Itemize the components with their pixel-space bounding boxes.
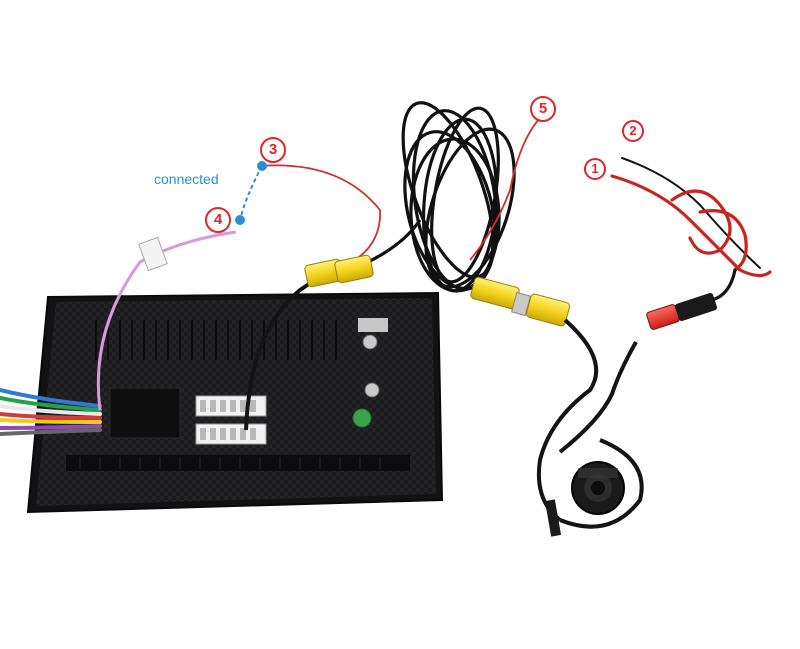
pink-wire [96, 230, 237, 411]
red-wire-5 [469, 117, 541, 261]
red-wire-3 [259, 164, 381, 269]
callout-4: 4 [205, 207, 231, 233]
callout-2: 2 [622, 120, 644, 142]
connected-link [239, 165, 263, 221]
rca-connector-icon [470, 276, 571, 327]
rca-connector-icon [304, 254, 374, 288]
callout-5: 5 [530, 96, 556, 122]
car-stereo-icon [26, 291, 444, 514]
power-cable [610, 157, 772, 302]
wire-bundle [0, 388, 102, 436]
coiled-extension-cable [401, 101, 516, 293]
power-connector [646, 293, 718, 330]
rear-camera-icon [544, 461, 625, 537]
connected-label: connected [154, 171, 219, 187]
camera-cable [536, 318, 599, 522]
callout-3: 3 [260, 137, 286, 163]
callout-1: 1 [584, 158, 606, 180]
